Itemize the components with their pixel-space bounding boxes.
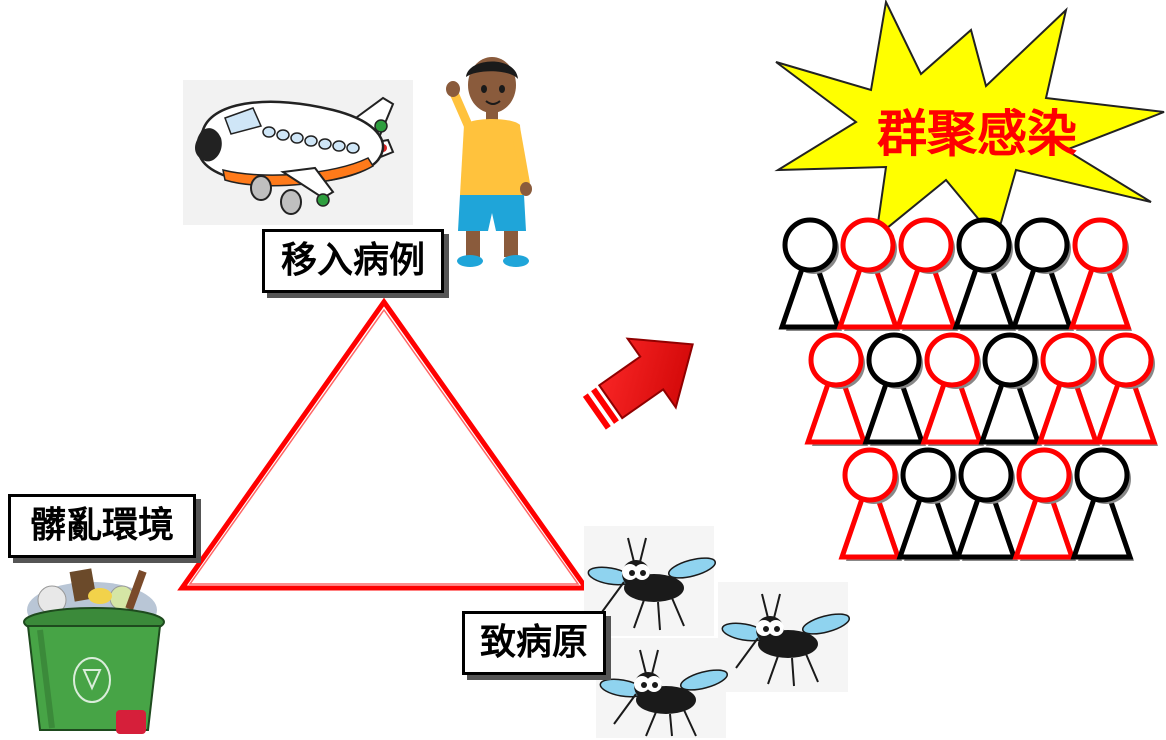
person-icon (952, 217, 1016, 331)
person-icon (896, 447, 960, 561)
person-icon (862, 332, 926, 446)
person-icon (894, 217, 958, 331)
mosquito-icon (718, 582, 851, 692)
person-icon (1094, 332, 1158, 446)
person-icon (1068, 217, 1132, 331)
person-icon (978, 332, 1042, 446)
person-icon (778, 217, 842, 331)
pathogen-label: 致病原 (462, 611, 606, 675)
person-icon (804, 332, 868, 446)
imported-case-label: 移入病例 (262, 229, 444, 293)
person-icon (1012, 447, 1076, 561)
person-icon (838, 447, 902, 561)
person-icon (920, 332, 984, 446)
person-icon (1010, 217, 1074, 331)
crowd-group (778, 217, 1158, 561)
messy-environment-label: 髒亂環境 (8, 494, 196, 558)
arrow-right-icon (582, 337, 694, 430)
trash-bin-icon (23, 568, 165, 734)
mosquito-icon (596, 638, 729, 738)
child-icon (446, 57, 532, 267)
person-icon (1036, 332, 1100, 446)
airplane-icon (183, 80, 413, 225)
person-icon (954, 447, 1018, 561)
starburst-icon (774, 0, 1165, 243)
cluster-infection-label: 群聚感染 (877, 105, 1077, 163)
person-icon (836, 217, 900, 331)
person-icon (1070, 447, 1134, 561)
